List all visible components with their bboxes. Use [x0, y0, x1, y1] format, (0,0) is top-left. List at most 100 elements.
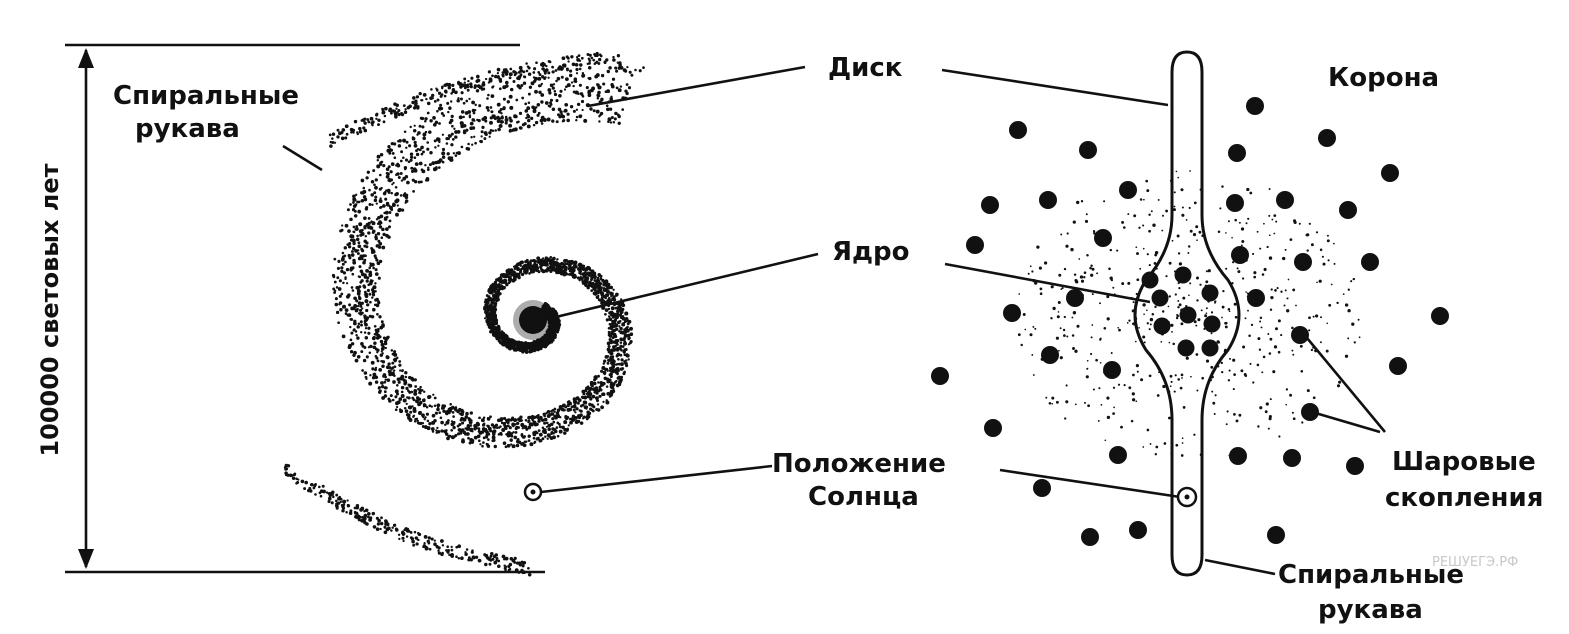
spiral-arm-dot [341, 257, 345, 261]
spiral-arm-dot [528, 72, 531, 75]
spiral-arm-dot [359, 229, 363, 233]
spiral-arm-dot [370, 247, 373, 250]
bulge-speckle-dot [1294, 221, 1297, 224]
bulge-speckle-dot [1165, 275, 1167, 277]
bulge-speckle-dot [1034, 328, 1036, 330]
bulge-speckle-dot [1245, 291, 1247, 293]
spiral-arm-dot [616, 87, 619, 90]
bulge-speckle-dot [1268, 215, 1270, 217]
spiral-arm-dot [444, 90, 448, 94]
spiral-arm-dot [399, 408, 401, 410]
spiral-arm-dot [354, 511, 357, 514]
spiral-arm-dot [334, 303, 338, 307]
spiral-arm-dot [527, 421, 529, 423]
spiral-arm-dot [623, 342, 627, 346]
spiral-arm-dot [313, 487, 316, 490]
spiral-arm-dot [294, 472, 297, 475]
bulge-speckle-dot [1028, 273, 1030, 275]
spiral-arm-dot [472, 126, 475, 129]
bulge-speckle-dot [1051, 285, 1054, 288]
spiral-arm-dot [561, 426, 565, 430]
bulge-speckle-dot [1263, 223, 1265, 225]
corona-label: Корона [1328, 63, 1439, 93]
spiral-arm-dot [489, 77, 493, 81]
bulge-speckle-dot [1039, 267, 1042, 270]
spiral-arm-dot [509, 68, 512, 71]
bulge-speckle-dot [1218, 231, 1221, 234]
bulge-speckle-dot [1118, 384, 1120, 386]
spiral-arm-dot [400, 172, 403, 175]
bulge-speckle-dot [1181, 214, 1184, 217]
spiral-arm-dot [365, 207, 368, 210]
spiral-arm-dot [589, 107, 592, 110]
spiral-arm-dot [614, 117, 617, 120]
bulge-speckle-dot [1194, 202, 1197, 205]
bulge-speckle-dot [1045, 397, 1047, 399]
spiral-arm-dot [352, 131, 354, 133]
spiral-arm-dot [386, 378, 390, 382]
spiral-arm-dot [358, 518, 361, 521]
bulge-speckle-dot [1327, 235, 1329, 237]
bulge-speckle-dot [1056, 337, 1059, 340]
spiral-arm-dot [284, 468, 287, 471]
spiral-arm-dot [381, 323, 385, 327]
scale-label: 100000 световых лет [36, 163, 64, 456]
spiral-arm-dot [478, 119, 481, 122]
spiral-arm-dot [490, 106, 493, 109]
spiral-arm-dot [412, 544, 415, 547]
bulge-speckle-dot [1098, 420, 1100, 422]
spiral-arm-dot [375, 118, 377, 120]
spiral-arm-dot [368, 382, 372, 386]
spiral-arm-dot [458, 408, 461, 411]
spiral-arm-dot [424, 164, 426, 166]
spiral-arm-dot [416, 95, 419, 98]
bulge-speckle-dot [1197, 318, 1200, 321]
spiral-arm-dot [358, 127, 361, 130]
bulge-speckle-dot [1131, 420, 1134, 423]
bulge-speckle-dot [1099, 302, 1101, 304]
spiral-arm-dot [521, 273, 524, 276]
bulge-speckle-dot [1176, 314, 1178, 316]
spiral-arm-dot [499, 87, 502, 90]
spiral-arm-dot [579, 60, 581, 62]
bulge-speckle-dot [1206, 312, 1208, 314]
spiral-arm-dot [491, 439, 494, 442]
spiral-arm-dot [388, 205, 390, 207]
spiral-arm-dot [490, 110, 493, 113]
spiral-arm-dot [522, 123, 525, 126]
spiral-arm-dot [543, 422, 546, 425]
globular-cluster-dot [1346, 457, 1364, 475]
bulge-speckle-dot [1193, 233, 1196, 236]
spiral-arm-dot [603, 359, 606, 362]
bulge-speckle-dot [1113, 387, 1115, 389]
globular-cluster-dot [1103, 361, 1121, 379]
spiral-arm-dot [423, 391, 425, 393]
spiral-arm-dot [440, 95, 443, 98]
bulge-speckle-dot [1099, 338, 1101, 340]
spiral-arm-dot [346, 282, 348, 284]
spiral-arm-dot [341, 136, 345, 140]
spiral-arm-dot [393, 369, 395, 371]
spiral-arm-dot [592, 395, 596, 399]
globular-cluster-dot [966, 236, 984, 254]
spiral-arm-dot [453, 152, 455, 154]
spiral-arm-dot [373, 285, 377, 289]
spiral-arm-dot [377, 359, 380, 362]
spiral-arm-dot [478, 104, 481, 107]
bulge-speckle-dot [1030, 265, 1032, 267]
spiral-arm-dot [349, 318, 352, 321]
spiral-arm-dot [353, 296, 357, 300]
spiral-arm-dot [487, 417, 489, 419]
spiral-arm-dot [519, 112, 522, 115]
bulge-speckle-dot [1049, 402, 1052, 405]
spiral-arm-dot [395, 528, 399, 532]
spiral-arm-dot [487, 94, 490, 97]
spiral-arm-dot [478, 439, 481, 442]
spiral-arm-dot [475, 556, 478, 559]
spiral-arm-dot [434, 539, 436, 541]
spiral-arm-dot [451, 115, 454, 118]
spiral-arm-dot [347, 313, 351, 317]
spiral-arm-dot [479, 560, 481, 562]
spiral-arm-dot [546, 426, 548, 428]
bulge-speckle-dot [1211, 391, 1213, 393]
